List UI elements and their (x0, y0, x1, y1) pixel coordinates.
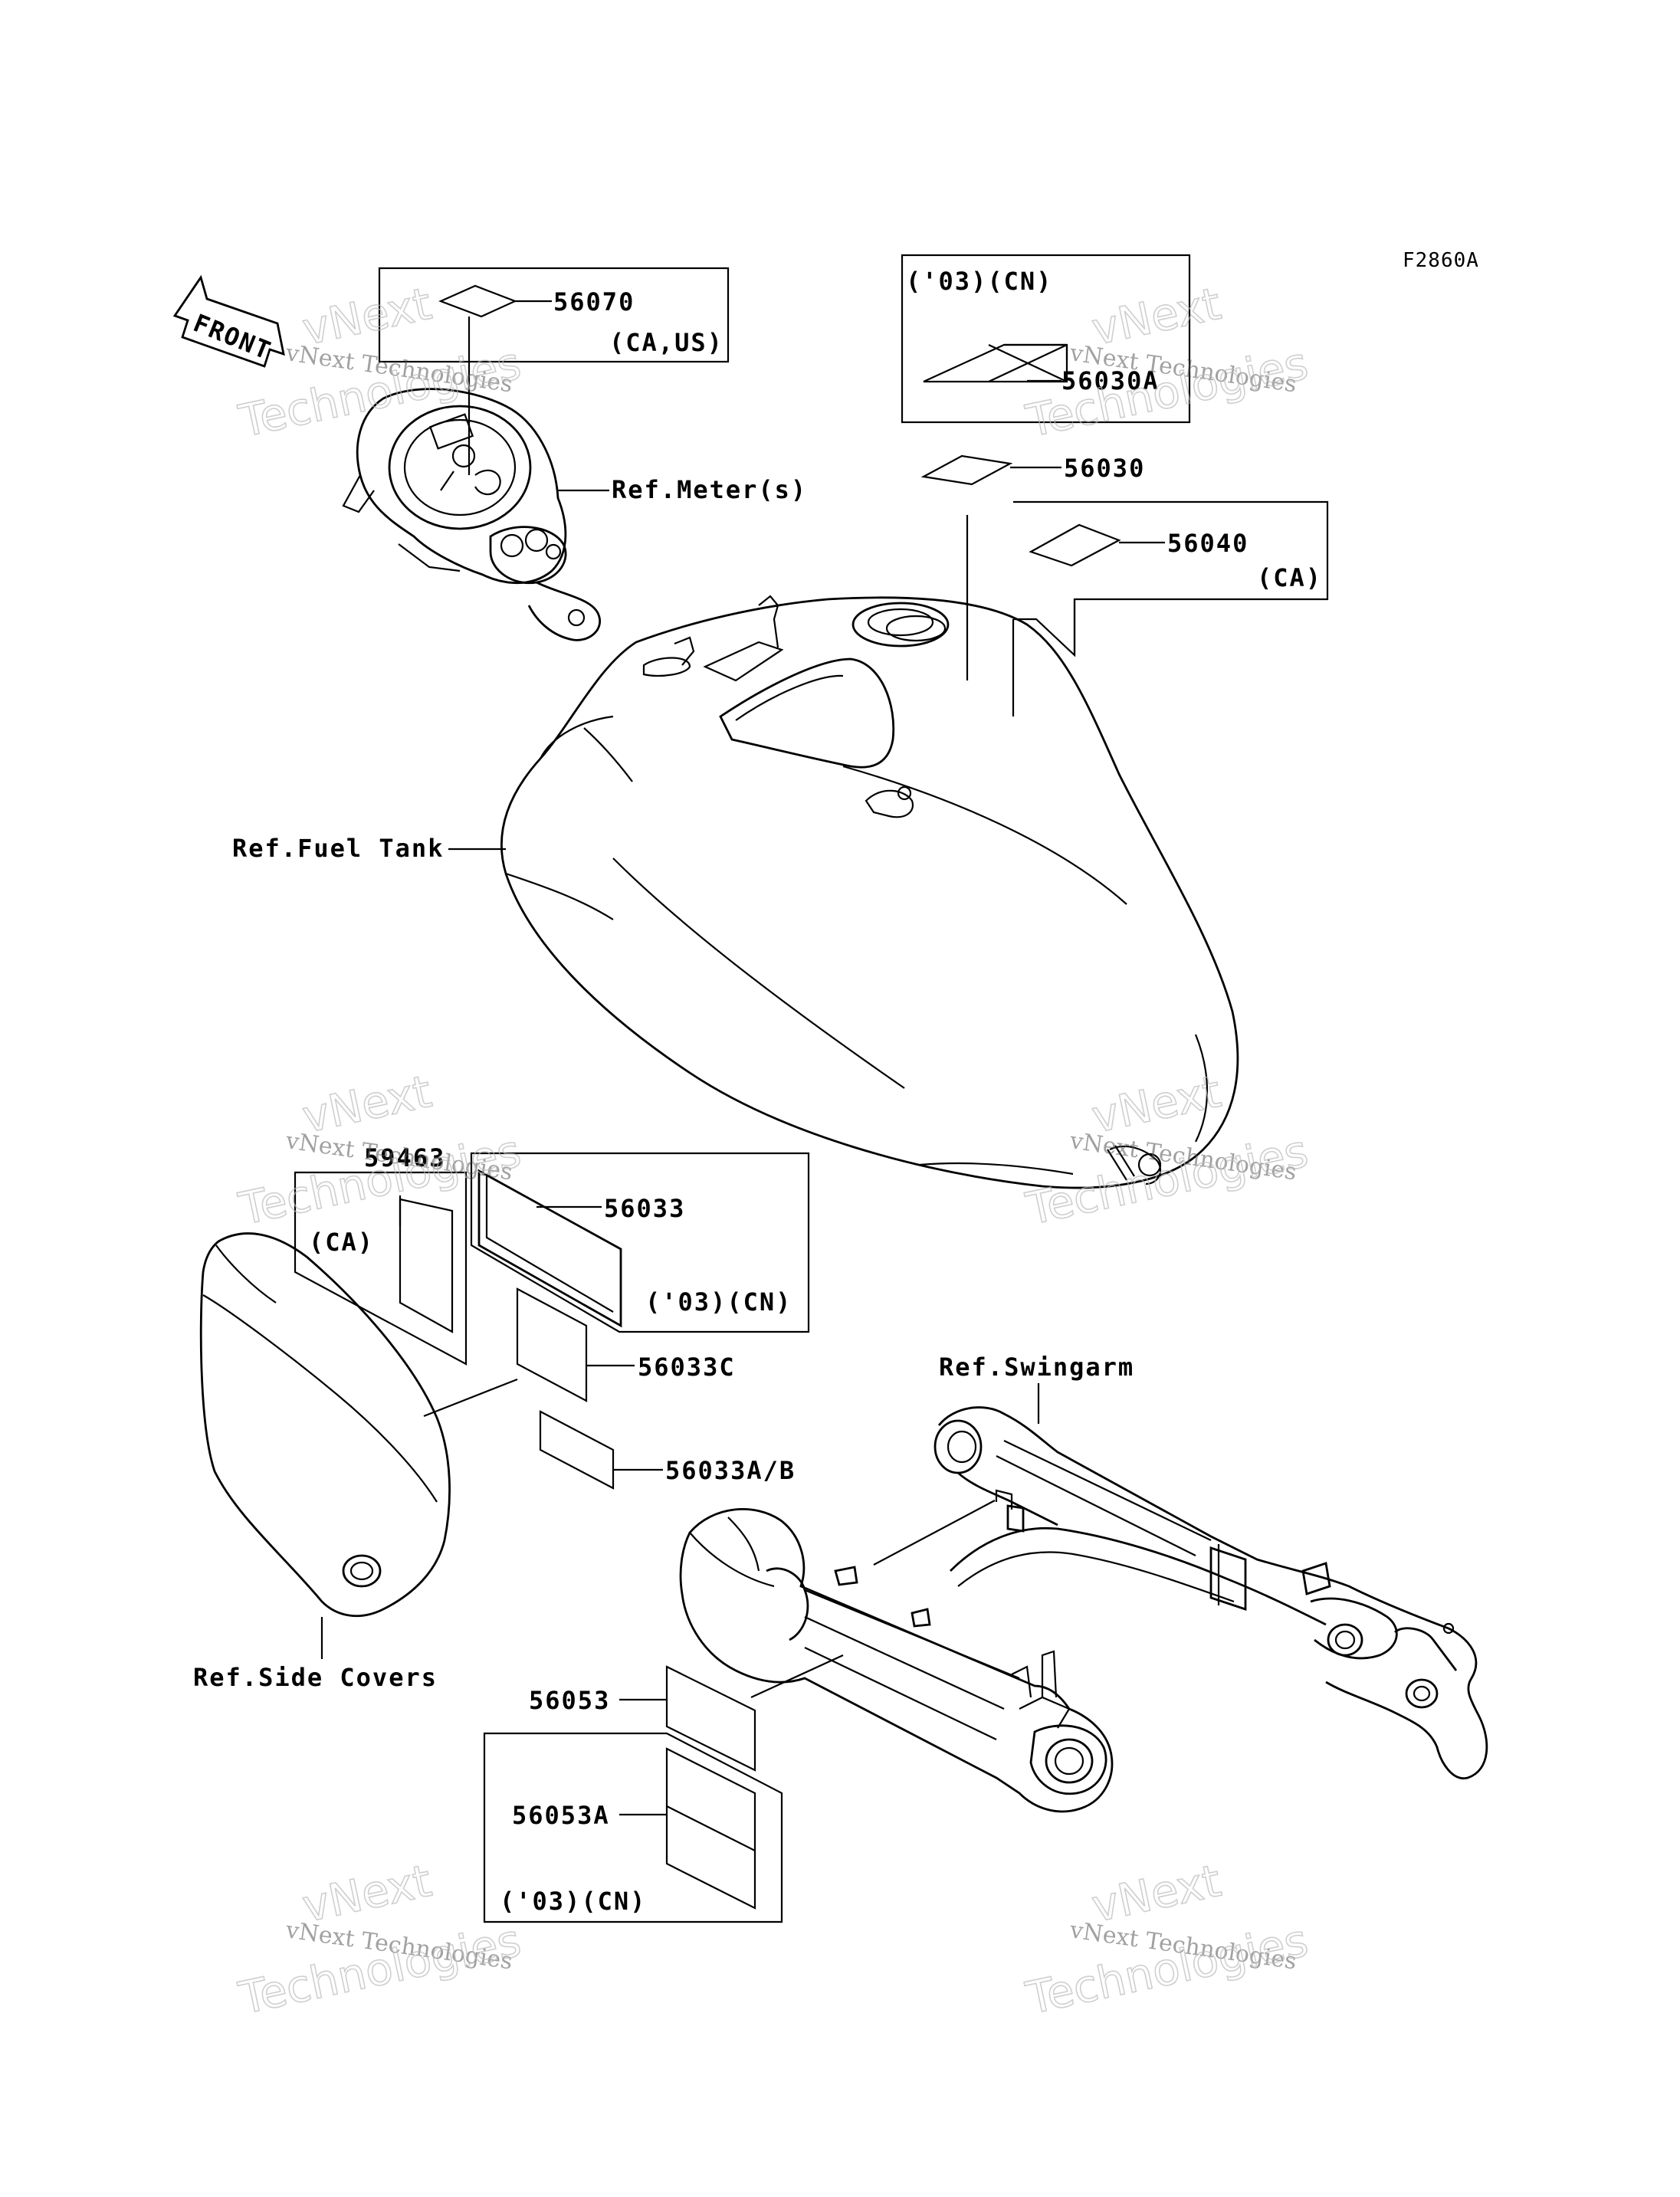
callout-56040: 56040 (CA) (1012, 500, 1329, 716)
callout-56053: 56053 (529, 1665, 756, 1772)
part-56040-note: (CA) (1257, 563, 1322, 592)
part-56040: 56040 (1167, 529, 1249, 558)
part-56030a-note: ('03)(CN) (906, 267, 1052, 296)
part-56070-note: (CA,US) (609, 328, 724, 357)
part-56030a: 56030A (1061, 366, 1160, 395)
part-56070: 56070 (553, 287, 635, 316)
svg-text:vNext: vNext (298, 1854, 436, 1933)
watermark-bottom-left: vNext Technologies vNext Technologies (234, 1854, 526, 2025)
part-56033-note: ('03)(CN) (645, 1287, 792, 1317)
part-56053a: 56053A (512, 1801, 610, 1830)
part-59463-note: (CA) (309, 1228, 374, 1257)
watermark-top-left: vNext Technologies vNext Technologies (234, 277, 526, 448)
svg-text:vNext: vNext (1088, 1065, 1226, 1143)
ref-side-covers-label: Ref.Side Covers (193, 1663, 438, 1692)
front-arrow-icon: FRONT (172, 274, 285, 368)
svg-text:vNext: vNext (298, 277, 436, 356)
callout-56033ab: 56033A/B (539, 1410, 796, 1490)
svg-text:vNext: vNext (1088, 1854, 1226, 1933)
figure-code: F2860A (1403, 249, 1479, 272)
meter-assembly (342, 388, 609, 641)
part-56053: 56053 (529, 1686, 610, 1715)
part-56030: 56030 (1064, 454, 1145, 483)
callout-56033: 56033 ('03)(CN) (470, 1152, 810, 1333)
front-label: FRONT (189, 308, 276, 366)
part-56033ab: 56033A/B (665, 1456, 796, 1485)
callout-56030a: ('03)(CN) 56030A (901, 254, 1191, 424)
callout-59463: 59463 (CA) (294, 1143, 468, 1366)
ref-meter-label: Ref.Meter(s) (612, 475, 807, 504)
watermark-bottom-right: vNext Technologies vNext Technologies (1021, 1854, 1313, 2025)
callout-56053a: 56053A ('03)(CN) (483, 1732, 783, 1923)
part-56033: 56033 (604, 1194, 685, 1223)
watermark-mid-left: vNext Technologies vNext Technologies (234, 1064, 526, 1236)
part-56053a-note: ('03)(CN) (500, 1887, 646, 1916)
watermark-mid-right: vNext Technologies vNext Technologies (1021, 1064, 1313, 1236)
callout-56070: 56070 (CA,US) (378, 267, 730, 475)
svg-text:vNext: vNext (298, 1065, 436, 1143)
fuel-tank (448, 595, 1239, 1189)
callout-56033c: 56033C (423, 1287, 736, 1418)
part-59463: 59463 (364, 1143, 445, 1172)
callout-56030: 56030 (920, 454, 1145, 680)
ref-swingarm-label: Ref.Swingarm (939, 1353, 1134, 1382)
swingarm (679, 1383, 1488, 1813)
side-cover (199, 1232, 451, 1659)
ref-fuel-tank-label: Ref.Fuel Tank (232, 834, 444, 863)
part-56033c: 56033C (638, 1353, 736, 1382)
svg-text:vNext: vNext (1088, 277, 1226, 356)
